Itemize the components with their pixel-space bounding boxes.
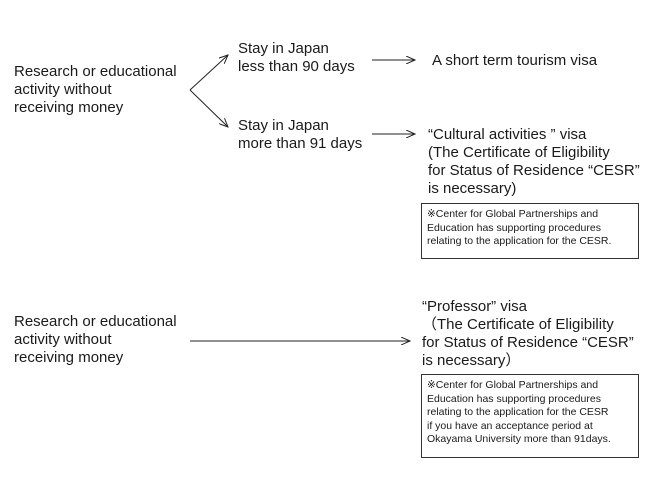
branch-short-result: A short term tourism visa bbox=[432, 52, 598, 69]
source-text-1: Research or educational activity without… bbox=[14, 63, 177, 116]
branch-long-result: “Cultural activities ” visa (The Certifi… bbox=[428, 126, 640, 197]
cesr-note-2: ※Center for Global Partnerships and Educ… bbox=[421, 374, 639, 458]
branch-short-label: Stay in Japan less than 90 days bbox=[238, 40, 355, 75]
source-text-2: Research or educational activity without… bbox=[14, 313, 177, 366]
branch-down-arrow bbox=[189, 89, 228, 127]
professor-result: “Professor” visa （The Certificate of Eli… bbox=[422, 298, 634, 369]
branch-long-label: Stay in Japan more than 91 days bbox=[238, 117, 363, 152]
branch-up-arrow bbox=[189, 55, 228, 91]
cesr-note-1: ※Center for Global Partnerships and Educ… bbox=[421, 203, 639, 259]
